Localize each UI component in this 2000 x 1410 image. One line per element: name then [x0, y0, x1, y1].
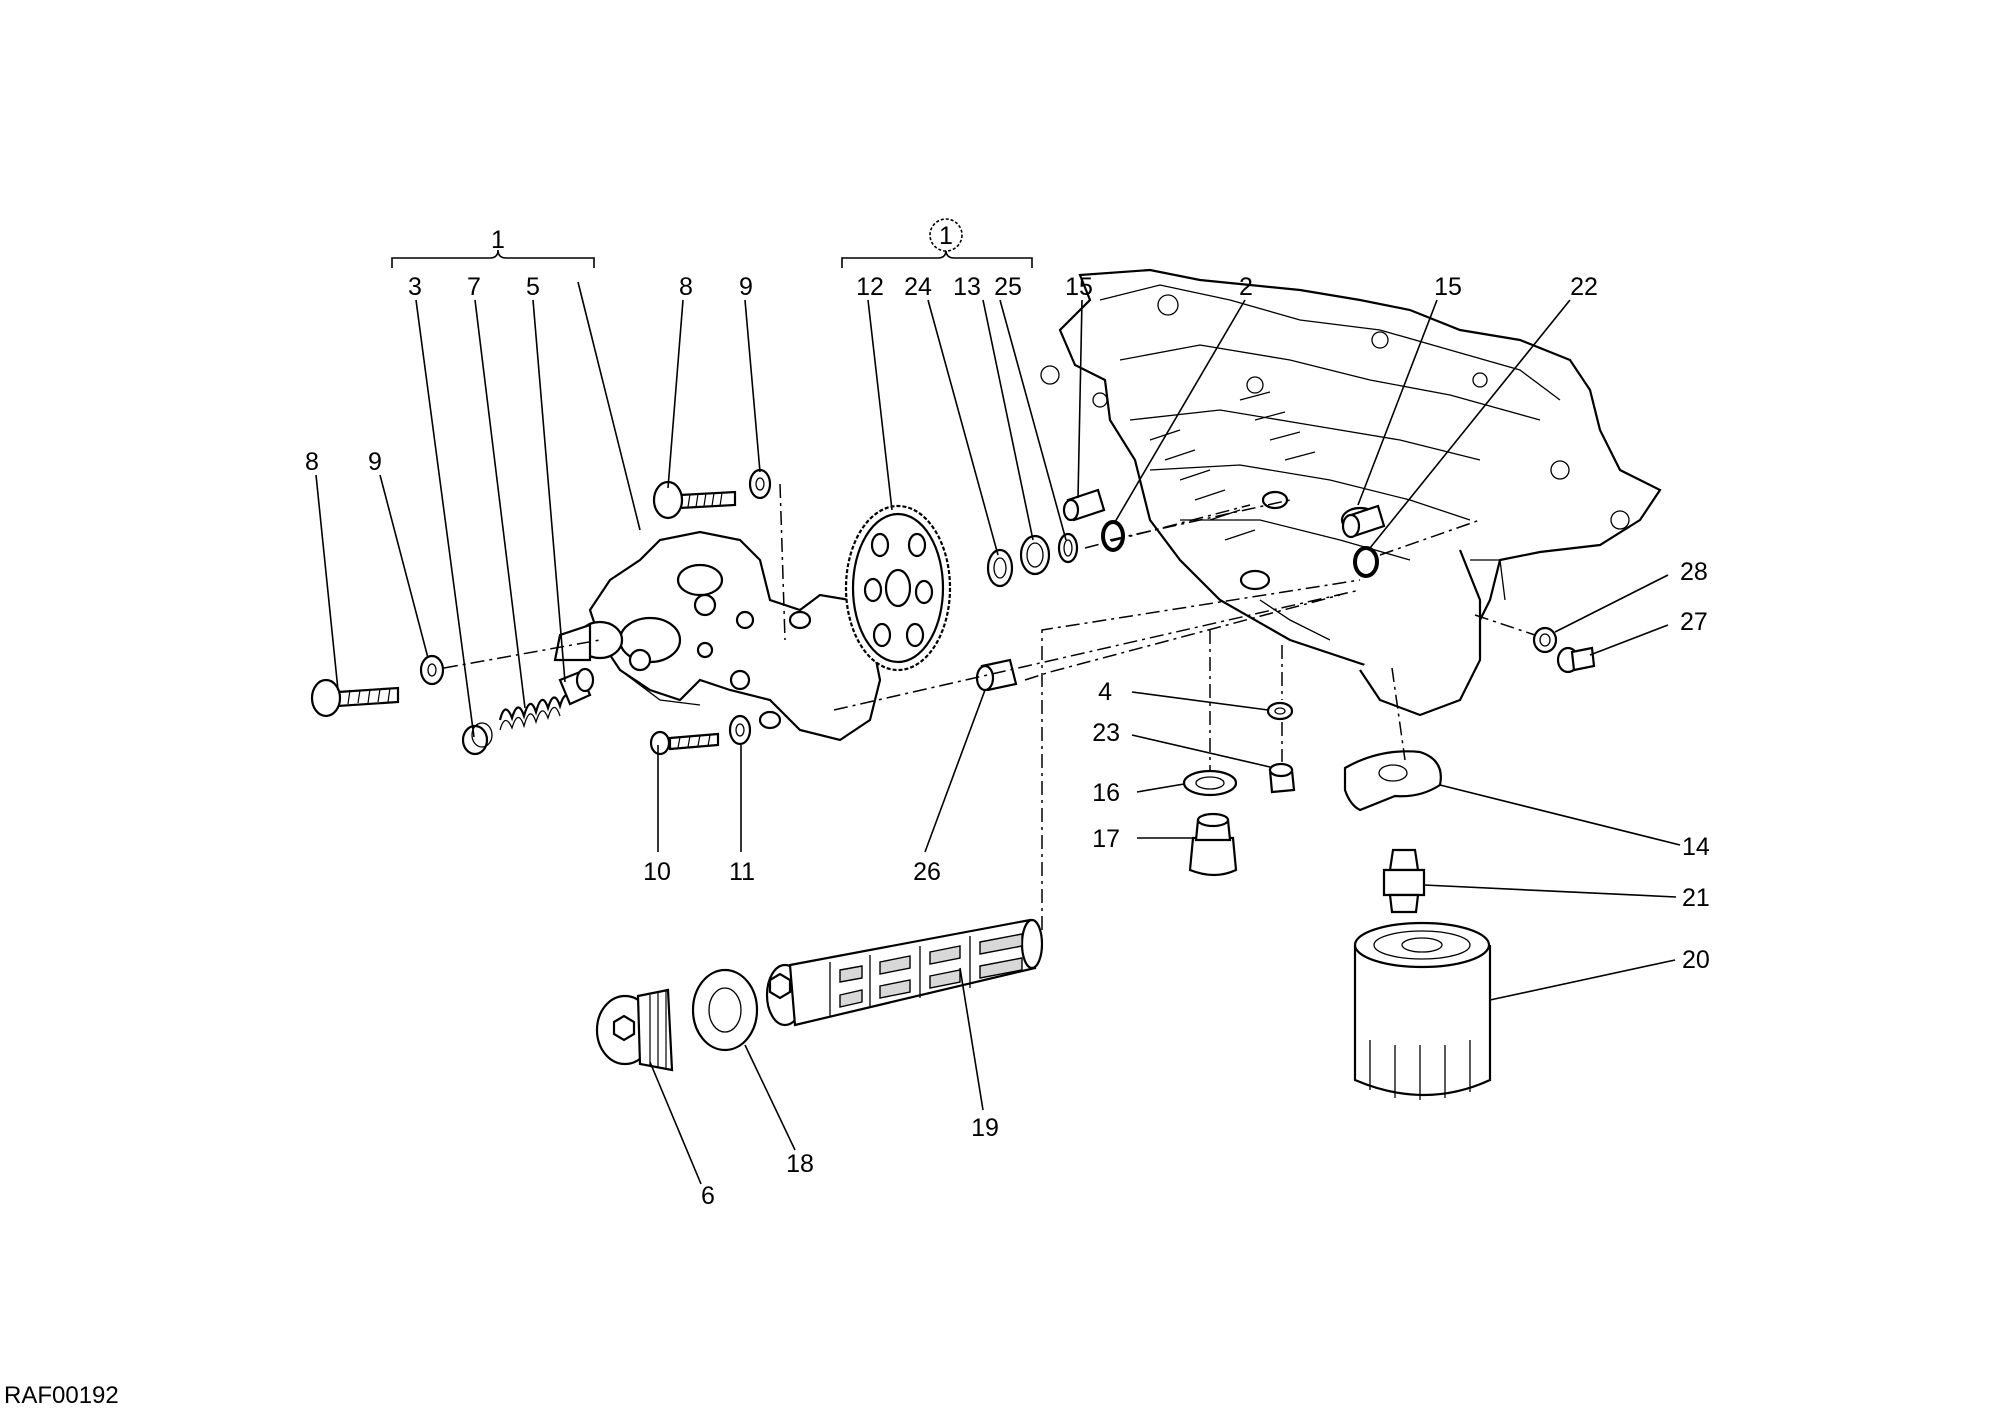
screw-10 — [649, 730, 720, 756]
callout-25: 25 — [994, 273, 1022, 301]
bearing-13 — [1019, 534, 1051, 576]
oil-filter-20 — [1353, 921, 1492, 1100]
plug-23 — [1268, 762, 1296, 794]
callout-17: 17 — [1092, 825, 1120, 853]
callout-4: 4 — [1098, 678, 1112, 706]
callout-1-circled: 1 — [939, 222, 953, 250]
gear-12 — [844, 504, 952, 672]
group-bracket-1 — [391, 249, 595, 268]
callout-20: 20 — [1682, 946, 1710, 974]
callout-labels: 1 1 3 7 5 8 9 8 9 10 11 12 24 13 25 15 2… — [305, 222, 1710, 1210]
circled-1-marker — [929, 218, 963, 252]
callout-10: 10 — [643, 858, 671, 886]
bushing-15-b — [1341, 504, 1386, 539]
callout-15-b: 15 — [1434, 273, 1462, 301]
screw-8-left — [310, 678, 400, 718]
callout-8-left: 8 — [305, 448, 319, 476]
callout-19: 19 — [971, 1114, 999, 1142]
callout-8-top: 8 — [679, 273, 693, 301]
plate-14 — [1343, 750, 1442, 812]
washer-9-left — [419, 654, 445, 686]
plug-3 — [461, 722, 493, 756]
bushing-15-a — [1062, 488, 1106, 522]
leader-lines — [315, 281, 1681, 1185]
callout-16: 16 — [1092, 779, 1120, 807]
callout-23: 23 — [1092, 719, 1120, 747]
washer-9-top — [748, 468, 772, 500]
screw-8-top — [652, 480, 737, 520]
washer-4 — [1266, 701, 1294, 721]
callout-9-left: 9 — [368, 448, 382, 476]
callout-13: 13 — [953, 273, 981, 301]
callout-27: 27 — [1680, 608, 1708, 636]
callout-15-a: 15 — [1065, 273, 1093, 301]
callout-9-top: 9 — [739, 273, 753, 301]
callout-11: 11 — [729, 858, 755, 886]
washer-28 — [1532, 626, 1558, 654]
washer-18 — [691, 968, 759, 1052]
o-ring-22 — [1353, 546, 1379, 578]
diagram-reference-code: RAF00192 — [4, 1382, 119, 1409]
callout-6: 6 — [701, 1182, 715, 1210]
dowel-26 — [975, 658, 1018, 692]
spring-7 — [498, 694, 574, 731]
ring-24 — [986, 548, 1014, 588]
callout-1-group: 1 — [491, 226, 505, 254]
callout-7: 7 — [467, 273, 481, 301]
callout-24: 24 — [904, 273, 932, 301]
ring-25 — [1057, 532, 1079, 564]
assembly-lines — [443, 483, 1536, 930]
seal-16 — [1182, 769, 1238, 797]
callout-12: 12 — [856, 273, 884, 301]
nipple-21 — [1382, 848, 1426, 914]
group-bracket-circled-1 — [841, 218, 1033, 268]
callout-18: 18 — [786, 1150, 814, 1178]
callout-3: 3 — [408, 273, 422, 301]
callout-28: 28 — [1680, 558, 1708, 586]
oil-pump-body — [553, 530, 882, 742]
callout-22: 22 — [1570, 273, 1598, 301]
bolt-27 — [1556, 646, 1596, 674]
callout-5: 5 — [526, 273, 540, 301]
callout-21: 21 — [1682, 884, 1710, 912]
callout-2: 2 — [1239, 273, 1253, 301]
washer-11 — [728, 714, 752, 746]
callout-14: 14 — [1682, 833, 1710, 861]
plug-6 — [595, 988, 674, 1072]
plug-17 — [1188, 812, 1238, 877]
strainer-19 — [765, 918, 1044, 1027]
callout-26: 26 — [913, 858, 941, 886]
o-ring-2 — [1101, 520, 1125, 552]
valve-5 — [558, 667, 595, 706]
